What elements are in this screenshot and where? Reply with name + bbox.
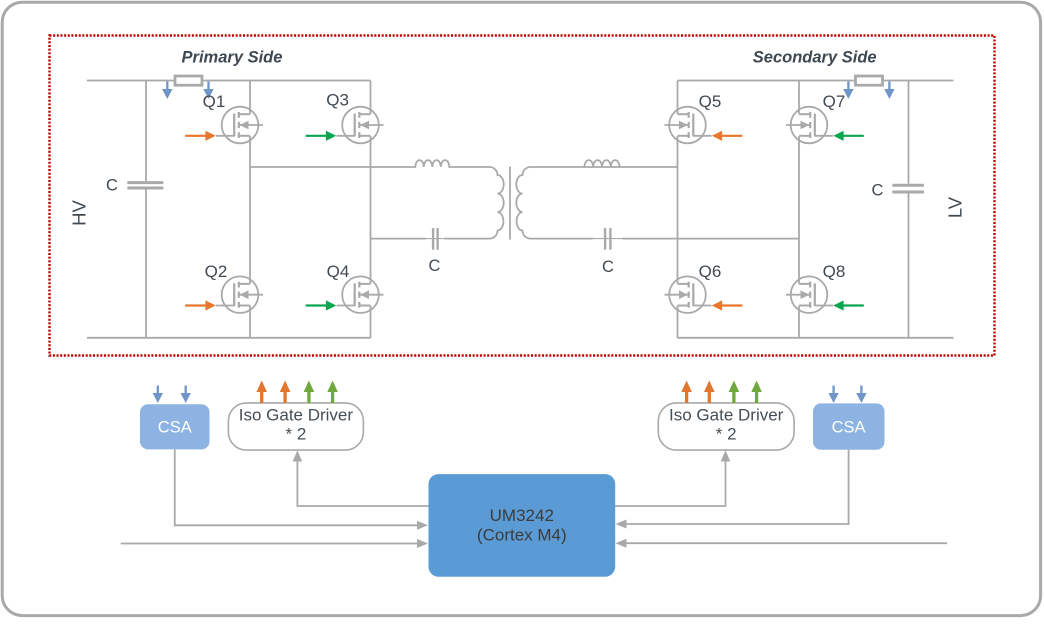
svg-text:Q1: Q1 — [203, 92, 226, 111]
svg-text:C: C — [106, 177, 118, 195]
svg-text:CSA: CSA — [158, 419, 192, 437]
svg-text:CSA: CSA — [832, 419, 866, 437]
svg-text:Iso Gate Driver: Iso Gate Driver — [669, 406, 784, 425]
svg-text:Q3: Q3 — [326, 91, 349, 110]
svg-text:* 2: * 2 — [286, 425, 307, 444]
svg-text:Q8: Q8 — [823, 262, 846, 281]
svg-text:Primary Side: Primary Side — [182, 49, 283, 67]
svg-text:* 2: * 2 — [716, 425, 737, 444]
svg-text:C: C — [602, 258, 614, 276]
svg-text:Iso Gate Driver: Iso Gate Driver — [239, 406, 354, 425]
svg-text:Q6: Q6 — [699, 262, 722, 281]
svg-text:UM3242: UM3242 — [490, 506, 554, 525]
svg-text:Q2: Q2 — [205, 262, 228, 281]
svg-text:HV: HV — [69, 199, 90, 225]
svg-text:Secondary Side: Secondary Side — [753, 49, 877, 67]
svg-text:C: C — [429, 257, 441, 275]
svg-text:(Cortex M4): (Cortex M4) — [477, 526, 567, 545]
svg-text:LV: LV — [945, 196, 966, 218]
svg-text:C: C — [871, 182, 883, 200]
svg-text:Q5: Q5 — [699, 92, 722, 111]
svg-text:Q7: Q7 — [823, 92, 846, 111]
svg-text:Q4: Q4 — [327, 262, 350, 281]
